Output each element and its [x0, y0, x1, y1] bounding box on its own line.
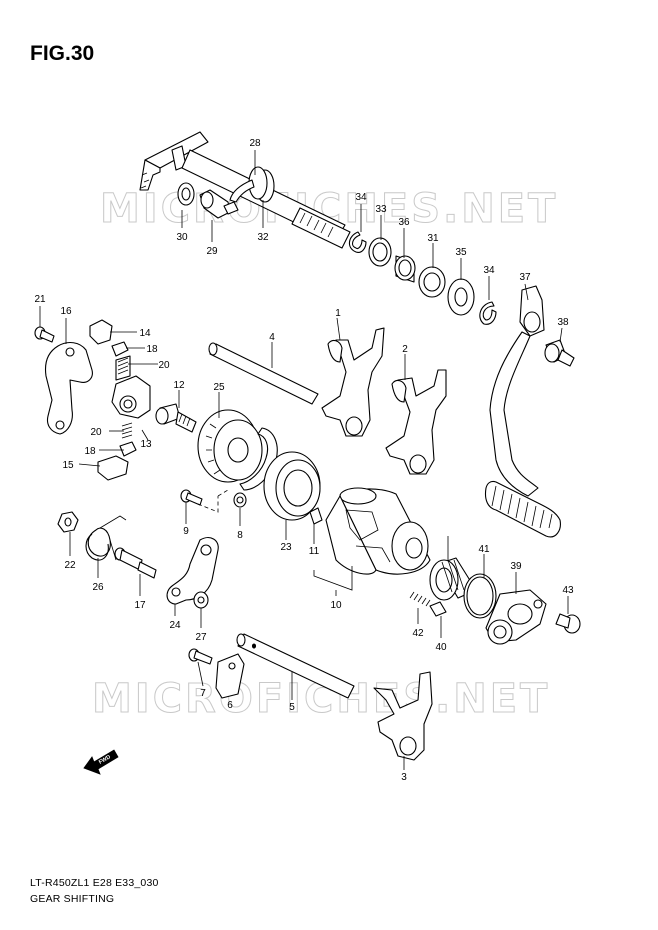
figure-title: FIG.30: [30, 42, 95, 65]
part-13-cam-stopper[interactable]: [111, 375, 151, 419]
forward-arrow-icon: FWD: [83, 749, 119, 775]
callout-25: 25: [213, 382, 225, 393]
part-10-shift-cam-drum[interactable]: [325, 487, 431, 575]
callout-6: 6: [227, 700, 233, 711]
callout-11: 11: [309, 546, 320, 557]
part-33-spacer-ring[interactable]: [368, 237, 392, 267]
callout-2: 2: [402, 344, 408, 355]
part-35-washer[interactable]: [447, 278, 475, 316]
part-17-stud-bolt[interactable]: [114, 547, 157, 579]
part-40-pin[interactable]: [429, 601, 447, 617]
callout-27: 27: [195, 632, 207, 643]
callout-12: 12: [173, 380, 185, 391]
part-6-plate[interactable]: [215, 653, 245, 699]
callout-29: 29: [206, 246, 218, 257]
part-28-gear-shift-shaft[interactable]: [139, 131, 351, 249]
callout-23: 23: [280, 542, 292, 553]
part-9-screw[interactable]: [180, 489, 203, 506]
part-16-stopper-plate[interactable]: [44, 341, 93, 435]
part-20-spring-lower[interactable]: [121, 422, 133, 439]
callout-34-lower: 34: [483, 265, 495, 276]
part-11-pin[interactable]: [309, 507, 323, 525]
callout-14: 14: [139, 328, 151, 339]
part-18-pin-upper[interactable]: [111, 341, 129, 357]
part-7-screw[interactable]: [188, 648, 213, 665]
callout-18-lower: 18: [84, 446, 96, 457]
part-12-bolt[interactable]: [155, 403, 197, 433]
callout-15: 15: [62, 460, 74, 471]
part-4-fork-shaft[interactable]: [208, 342, 319, 405]
callout-31: 31: [427, 233, 439, 244]
callout-28: 28: [249, 138, 261, 149]
callout-33: 33: [375, 204, 387, 215]
callout-7: 7: [200, 688, 206, 699]
part-25-shift-cam-plate[interactable]: [197, 409, 263, 483]
part-5-fork-shaft[interactable]: [236, 633, 355, 699]
part-21-screw[interactable]: [34, 326, 55, 343]
leader-lines: [39, 150, 569, 770]
part-34-circlip-upper[interactable]: [348, 231, 367, 253]
part-24-shift-arm[interactable]: [166, 537, 219, 605]
callout-38: 38: [557, 317, 569, 328]
part-29-bolt[interactable]: [199, 189, 239, 219]
part-41-o-ring[interactable]: [463, 573, 497, 619]
callout-40: 40: [435, 642, 447, 653]
model-code-caption: LT-R450ZL1 E28 E33_030: [30, 877, 159, 889]
callout-41: 41: [478, 544, 490, 555]
callout-18-upper: 18: [146, 344, 158, 355]
callout-5: 5: [289, 702, 295, 713]
callout-4: 4: [269, 332, 275, 343]
part-37-gear-shift-lever[interactable]: [484, 285, 561, 538]
callout-24: 24: [169, 620, 181, 631]
section-caption: GEAR SHIFTING: [30, 893, 115, 905]
part-2-shift-fork[interactable]: [385, 369, 447, 475]
part-34-circlip-lower[interactable]: [479, 301, 497, 325]
part-36-needle-bearing[interactable]: [394, 255, 416, 283]
part-39-cam-cover[interactable]: [485, 589, 547, 645]
callout-43: 43: [562, 585, 574, 596]
callout-35: 35: [455, 247, 467, 258]
callout-labels: 1 2 3 4 5 6 7 8 9 10 11 12 13 14 15 16 1…: [34, 138, 574, 783]
part-1-shift-fork[interactable]: [321, 327, 385, 437]
part-14-pad[interactable]: [89, 319, 113, 345]
callout-8: 8: [237, 530, 243, 541]
callout-1: 1: [335, 308, 341, 319]
callout-17: 17: [134, 600, 146, 611]
callout-26: 26: [92, 582, 104, 593]
callout-3: 3: [401, 772, 407, 783]
part-31-oil-seal[interactable]: [418, 266, 446, 298]
callout-36: 36: [398, 217, 410, 228]
part-22-nut[interactable]: [57, 511, 79, 533]
part-8-washer[interactable]: [233, 492, 247, 508]
forward-arrow-label: FWD: [98, 754, 112, 765]
callout-39: 39: [510, 561, 522, 572]
part-42-spring[interactable]: [409, 591, 431, 607]
callout-20-lower: 20: [90, 427, 102, 438]
callout-20-upper: 20: [158, 360, 170, 371]
callout-22: 22: [64, 560, 76, 571]
callout-34-upper: 34: [355, 192, 367, 203]
part-3-shift-fork[interactable]: [373, 671, 433, 761]
part-38-bolt[interactable]: [544, 339, 575, 367]
part-19-bearing[interactable]: [429, 557, 477, 601]
callout-32: 32: [257, 232, 269, 243]
callout-16: 16: [60, 306, 72, 317]
part-43-bolt[interactable]: [555, 613, 581, 634]
callout-30: 30: [176, 232, 188, 243]
callout-37: 37: [519, 272, 531, 283]
callout-13: 13: [140, 439, 152, 450]
part-18-pin-lower[interactable]: [119, 441, 137, 457]
callout-9: 9: [183, 526, 189, 537]
part-30-washer[interactable]: [177, 182, 195, 206]
part-23-bearing[interactable]: [263, 451, 321, 521]
callout-21: 21: [34, 294, 46, 305]
part-15-pad[interactable]: [97, 455, 129, 481]
callout-42: 42: [412, 628, 424, 639]
callout-10: 10: [330, 600, 342, 611]
part-27-washer[interactable]: [193, 591, 209, 609]
part-20-spring-upper[interactable]: [115, 355, 131, 381]
